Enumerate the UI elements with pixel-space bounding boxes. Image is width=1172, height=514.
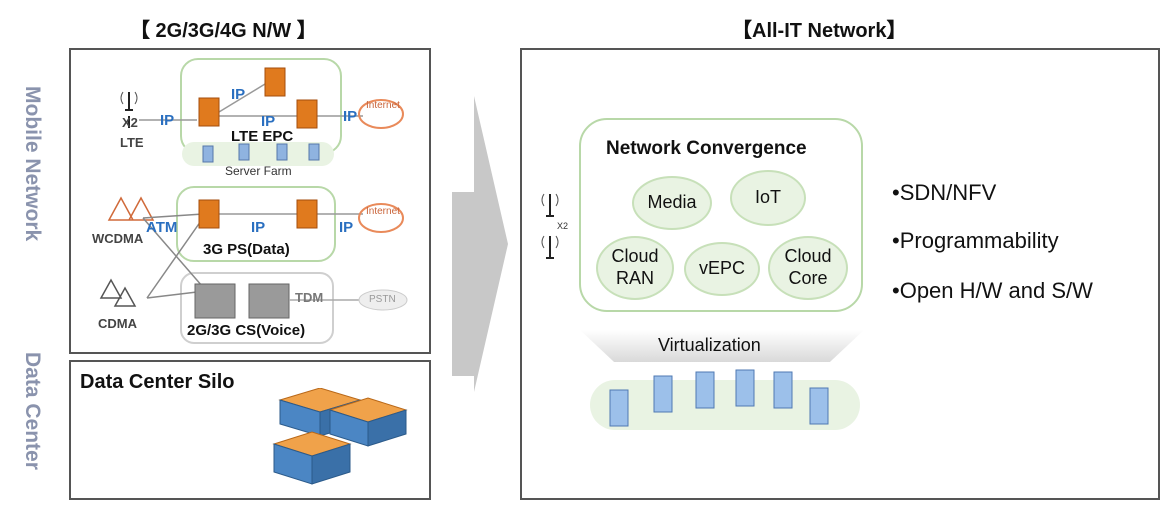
ip-label-5: IP <box>251 219 266 236</box>
virtualization-band <box>580 330 864 362</box>
internet-icon-top <box>358 99 404 129</box>
cdma-label: CDMA <box>98 316 137 331</box>
lte-label: LTE <box>120 135 144 150</box>
ip-label-1: IP <box>160 112 175 129</box>
data-center-silo-title: Data Center Silo <box>80 371 235 393</box>
epc-server-2 <box>264 67 286 97</box>
radio-towers-icon <box>541 193 559 259</box>
atm-label: ATM <box>146 219 178 236</box>
ps-data-label: 3G PS(Data) <box>203 241 290 258</box>
silo-stack-3 <box>272 431 352 485</box>
ip-label-4: IP <box>343 108 358 125</box>
internet-label-top: Internet <box>366 100 400 111</box>
bullet-programmability: •Programmability <box>892 228 1059 253</box>
cloud-iot: IoT <box>730 170 806 226</box>
wcdma-label: WCDMA <box>92 231 144 246</box>
ps-server-1 <box>198 199 220 229</box>
cs-server-1 <box>194 283 236 319</box>
data-center-label: Data Center <box>21 352 44 470</box>
silo-stacks <box>272 388 408 485</box>
pstn-label: PSTN <box>369 294 396 305</box>
virtualization-label: Virtualization <box>658 335 761 355</box>
left-title: 【 2G/3G/4G N/W 】 <box>130 20 317 42</box>
bullet-sdn-nfv: •SDN/NFV <box>892 180 997 205</box>
ip-label-3: IP <box>261 113 276 130</box>
cs-server-2 <box>248 283 290 319</box>
wcdma-tower-icon <box>107 196 155 221</box>
server-farm-label: Server Farm <box>225 164 292 178</box>
lte-tower-icon <box>120 91 138 128</box>
cdma-tower-icon <box>99 278 137 307</box>
pstn-icon <box>358 289 408 311</box>
bullet-open-hw-sw: •Open H/W and S/W <box>892 278 1093 303</box>
right-title: 【All-IT Network】 <box>732 20 907 42</box>
epc-server-1 <box>198 97 220 127</box>
cloud-cloud-ran: Cloud RAN <box>596 236 674 300</box>
mobile-network-label: Mobile Network <box>21 86 44 242</box>
mobile-connections <box>99 67 408 319</box>
cloud-cloud-core: Cloud Core <box>768 236 848 300</box>
tdm-label: TDM <box>295 290 324 305</box>
cs-voice-label: 2G/3G CS(Voice) <box>187 322 306 339</box>
ip-label-6: IP <box>339 219 354 236</box>
cloud-media: Media <box>632 176 712 230</box>
x2-label-right: X2 <box>557 221 569 231</box>
transition-arrow-icon <box>452 96 508 392</box>
internet-icon-ps <box>358 203 404 233</box>
silo-stack-2 <box>328 397 408 447</box>
network-convergence-title: Network Convergence <box>606 138 807 159</box>
cloud-vepc: vEPC <box>684 242 760 296</box>
epc-server-3 <box>296 99 318 129</box>
virtual-servers <box>609 369 829 427</box>
ip-label-2: IP <box>231 86 246 103</box>
x2-label-left: X2 <box>122 115 138 130</box>
internet-label-ps: Internet <box>366 206 400 217</box>
lte-epc-label: LTE EPC <box>231 128 294 145</box>
ps-server-2 <box>296 199 318 229</box>
